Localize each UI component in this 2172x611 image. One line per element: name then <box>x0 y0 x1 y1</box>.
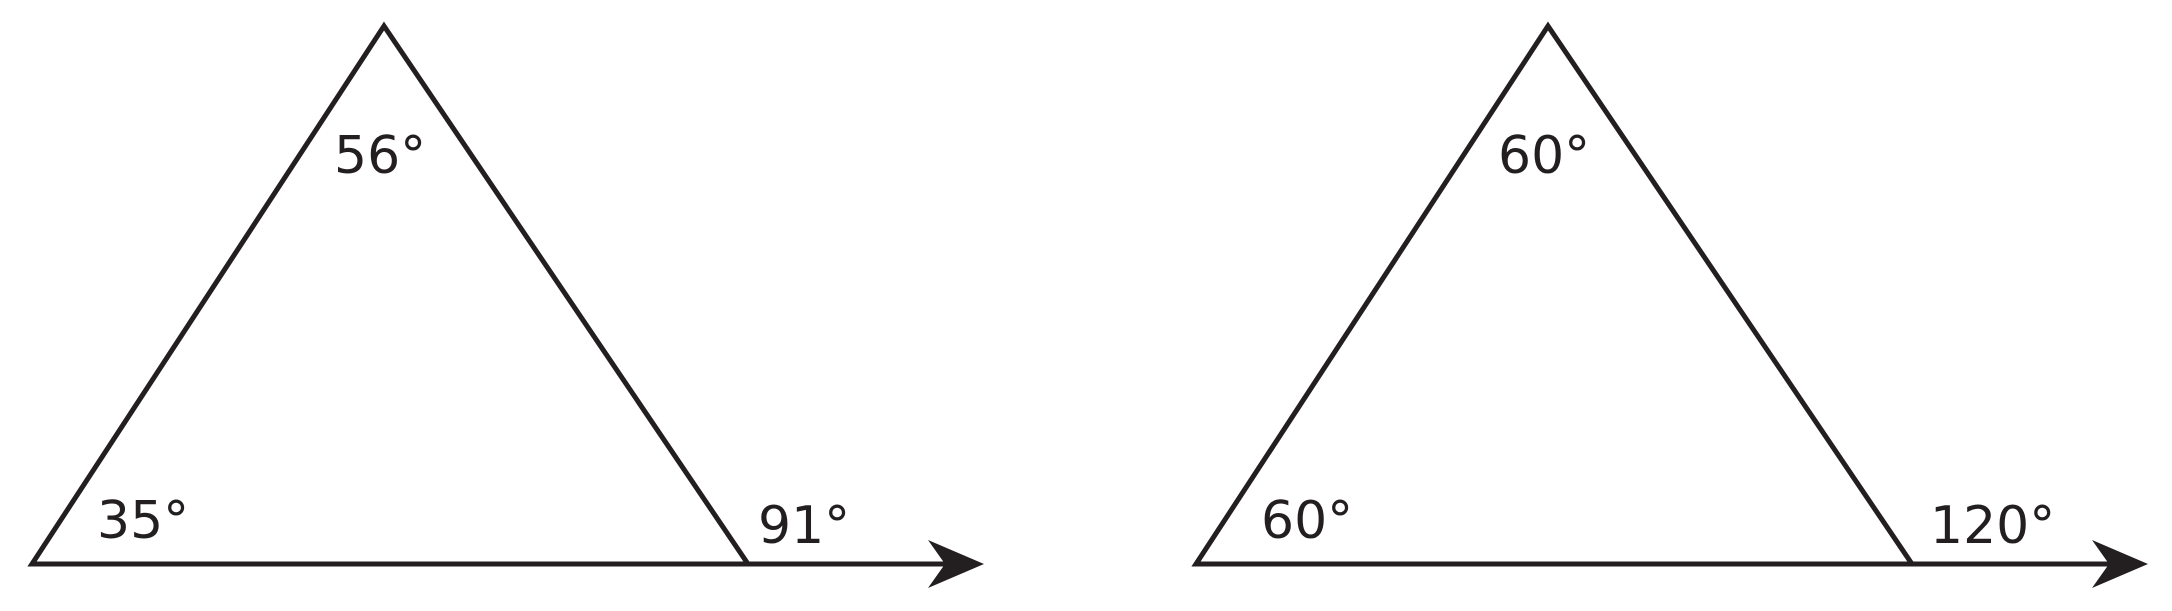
right-top-angle-label: 60° <box>1498 126 1590 186</box>
left-bottom-left-angle-label: 35° <box>97 491 189 551</box>
left-top-angle-label: 56° <box>334 126 426 186</box>
right-bottom-left-angle-label: 60° <box>1261 491 1353 551</box>
left-figure: 56° 35° 91° <box>27 21 984 588</box>
right-exterior-angle-label: 120° <box>1930 496 2055 556</box>
right-triangle <box>1191 21 1917 567</box>
left-triangle <box>27 21 753 567</box>
right-figure: 60° 60° 120° <box>1191 21 2148 588</box>
left-exterior-angle-label: 91° <box>758 496 850 556</box>
left-arrowhead <box>928 540 984 588</box>
right-arrowhead <box>2092 540 2148 588</box>
